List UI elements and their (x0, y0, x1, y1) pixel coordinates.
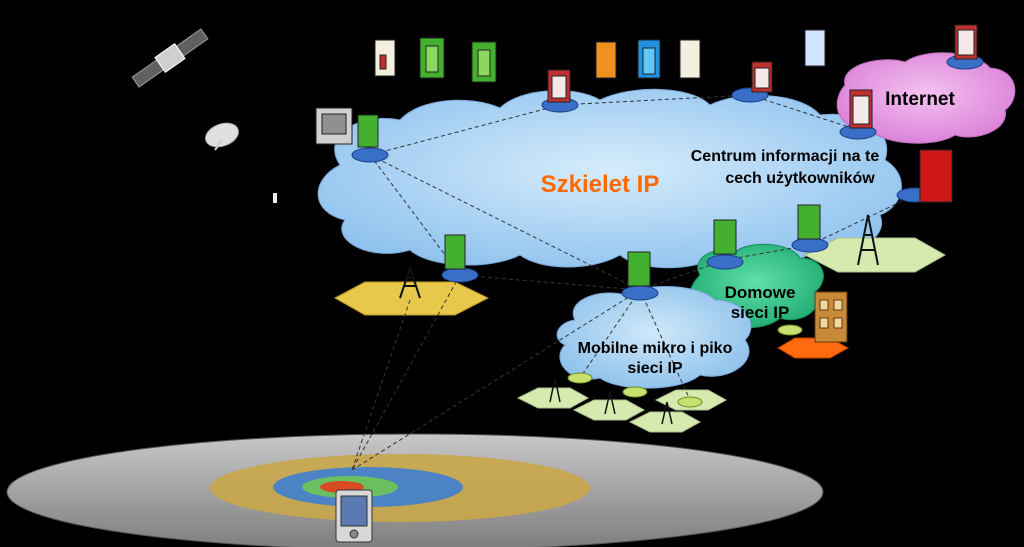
hex-cell-orange (777, 337, 850, 359)
backbone-cloud (317, 88, 902, 269)
tower-icon (857, 214, 879, 266)
server-icons-top (374, 29, 826, 83)
handheld-device-icon (335, 489, 373, 543)
coverage-plate (6, 433, 824, 547)
home-networks-line1: Domowe (724, 283, 796, 302)
mobile-networks-line1: Mobilne mikro i piko (577, 340, 733, 357)
user-info-center-line2: cech użytkowników (725, 170, 875, 187)
tower-icon (549, 377, 673, 425)
network-links (351, 94, 916, 471)
backbone-label: Szkielet IP (540, 171, 660, 198)
hex-cell-yellow (333, 281, 490, 316)
internet-label: Internet (885, 89, 955, 110)
server-icons-backbone (315, 24, 978, 287)
small-connector (273, 193, 277, 203)
user-info-center-line1: Centrum informacji na te (690, 148, 880, 165)
hex-cells-mobile (516, 387, 728, 433)
home-networks-line2: sieci IP (730, 303, 790, 322)
satellite-icon (131, 28, 209, 88)
satellite-dish-icon (205, 122, 239, 151)
tower-icon (399, 264, 421, 299)
building-icon (814, 291, 848, 343)
router-icon-small (567, 324, 803, 408)
mobile-networks-line2: sieci IP (627, 360, 683, 377)
